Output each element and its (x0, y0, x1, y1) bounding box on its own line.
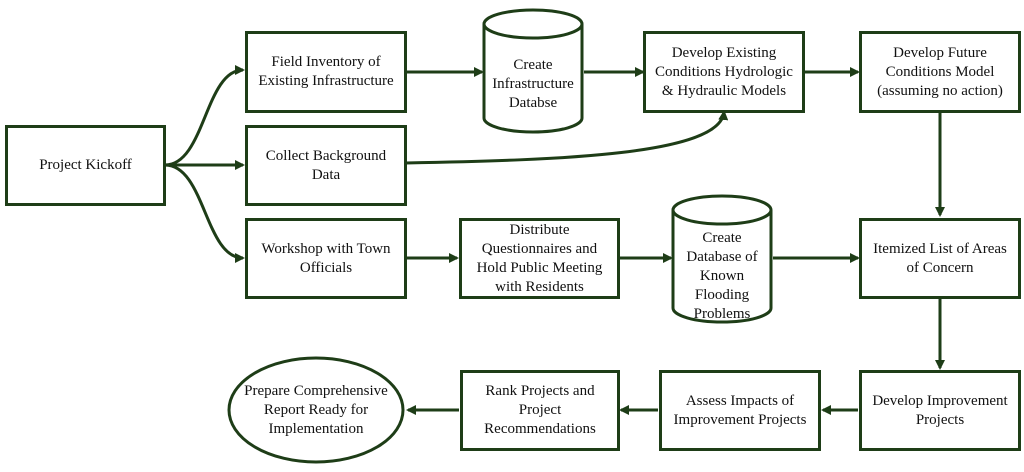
develop-existing-node: Develop Existing Conditions Hydrologic &… (643, 31, 805, 113)
develop-existing-line-3: & Hydraulic Models (661, 82, 787, 99)
field-inventory-line-1: Field Inventory of (271, 54, 381, 70)
workshop-line-1: Workshop with Town (261, 240, 391, 257)
arrow-background-to-develop-existing (405, 110, 729, 165)
infrastructure-database-cylinder (482, 8, 584, 134)
distribute-line-1: Distribute (509, 221, 570, 238)
rank-projects-line-3: Recommendations (484, 421, 596, 437)
field-inventory-node: Field Inventory of Existing Infrastructu… (245, 31, 407, 113)
infra-db-line-2: Infrastructure (492, 75, 574, 92)
arrow-kickoff-to-workshop (164, 163, 245, 263)
distribute-questionnaires-node: Distribute Questionnaires and Hold Publi… (459, 218, 620, 299)
assess-impacts-line-1: Assess Impacts of (685, 392, 795, 409)
distribute-line-2: Questionnaires and (481, 240, 598, 257)
develop-existing-line-1: Develop Existing (671, 44, 777, 61)
field-inventory-line-2: Existing Infrastructure (258, 73, 394, 89)
distribute-line-3: Hold Public Meeting (476, 259, 603, 276)
rank-projects-line-1: Rank Projects and (485, 383, 595, 399)
assess-impacts-line-2: Improvement Projects (673, 411, 807, 428)
report-line-3: Implementation (268, 420, 364, 437)
develop-improvement-node: Develop Improvement Projects (859, 370, 1021, 451)
flooding-database-label: Create Database of Known Flooding Proble… (675, 226, 769, 326)
itemized-line-2: of Concern (906, 259, 974, 276)
infra-db-line-1: Create (513, 56, 553, 73)
project-kickoff-node: Project Kickoff (5, 125, 166, 206)
workshop-node: Workshop with Town Officials (245, 218, 407, 299)
itemized-list-node: Itemized List of Areas of Concern (859, 218, 1021, 299)
flood-db-line-1: Create (702, 229, 742, 246)
workshop-line-2: Officials (299, 259, 353, 276)
itemized-line-1: Itemized List of Areas (873, 240, 1007, 257)
collect-background-line-2: Data (311, 166, 341, 183)
flood-db-line-3: Known (699, 267, 745, 284)
project-kickoff-text: Project Kickoff (39, 157, 132, 173)
develop-future-line-3: (assuming no action) (877, 82, 1003, 99)
rank-projects-line-2: Project (518, 402, 562, 418)
develop-improvement-line-2: Projects (915, 411, 965, 428)
infra-db-line-3: Databse (508, 94, 558, 111)
develop-improvement-line-1: Develop Improvement (872, 392, 1008, 409)
flood-db-line-5: Problems (693, 305, 751, 322)
distribute-line-4: with Residents (495, 278, 584, 295)
report-label: Prepare Comprehensive Report Ready for I… (232, 372, 400, 448)
flood-db-line-4: Flooding (694, 286, 750, 303)
report-line-2: Report Ready for (263, 401, 369, 418)
report-line-1: Prepare Comprehensive (244, 382, 388, 399)
develop-future-line-1: Develop Future (893, 44, 987, 61)
develop-future-line-2: Conditions Model (885, 63, 995, 80)
rank-projects-node: Rank Projects and Project Recommendation… (460, 370, 620, 451)
develop-future-node: Develop Future Conditions Model (assumin… (859, 31, 1021, 113)
assess-impacts-node: Assess Impacts of Improvement Projects (659, 370, 821, 451)
collect-background-line-1: Collect Background (265, 147, 387, 164)
flood-db-line-2: Database of (686, 248, 758, 265)
collect-background-node: Collect Background Data (245, 125, 407, 206)
develop-existing-line-2: Conditions Hydrologic (655, 63, 793, 80)
flooding-database-cylinder (671, 194, 773, 324)
report-ellipse (227, 356, 405, 464)
arrow-kickoff-to-field-inventory (164, 65, 245, 167)
infrastructure-database-label: Create Infrastructure Databse (486, 44, 580, 124)
